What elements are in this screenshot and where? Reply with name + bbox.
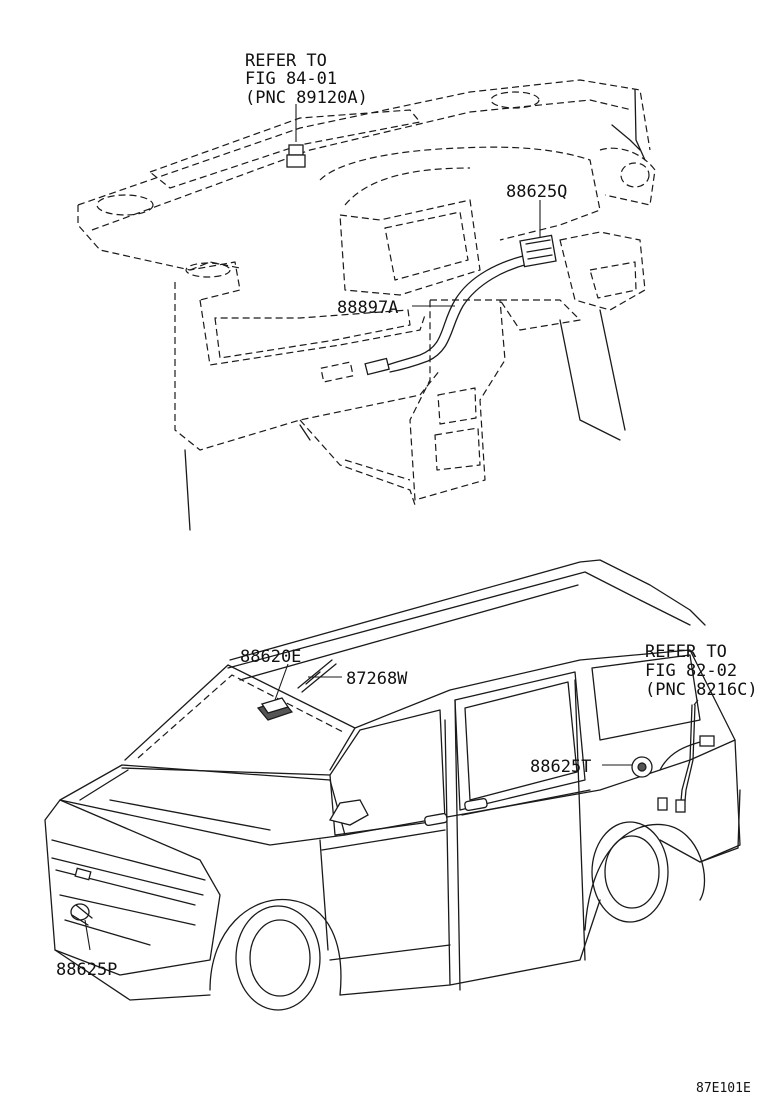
- label-87268W: 87268W: [346, 669, 408, 689]
- leader-lines: [84, 104, 699, 951]
- refer-right-line-1: REFER TO: [645, 642, 727, 662]
- label-88897A: 88897A: [337, 298, 398, 318]
- van-illustration: [44, 559, 741, 1011]
- label-88625T: 88625T: [530, 757, 591, 777]
- callout-refer-top: REFER TO FIG 84-01 (PNC 89120A): [245, 51, 368, 108]
- label-88625P: 88625P: [56, 960, 117, 980]
- refer-top-line-3: (PNC 89120A): [245, 88, 368, 108]
- dashboard-illustration: [77, 79, 656, 531]
- label-88620E: 88620E: [240, 647, 301, 667]
- callout-refer-right: REFER TO FIG 82-02 (PNC 8216C): [645, 642, 758, 700]
- refer-top-line-2: FIG 84-01: [245, 69, 337, 89]
- refer-right-line-3: (PNC 8216C): [645, 680, 758, 700]
- figure-code: 87E101E: [696, 1081, 751, 1096]
- refer-right-line-2: FIG 82-02: [645, 661, 737, 681]
- refer-top-line-1: REFER TO: [245, 51, 327, 71]
- label-88625Q: 88625Q: [506, 182, 567, 202]
